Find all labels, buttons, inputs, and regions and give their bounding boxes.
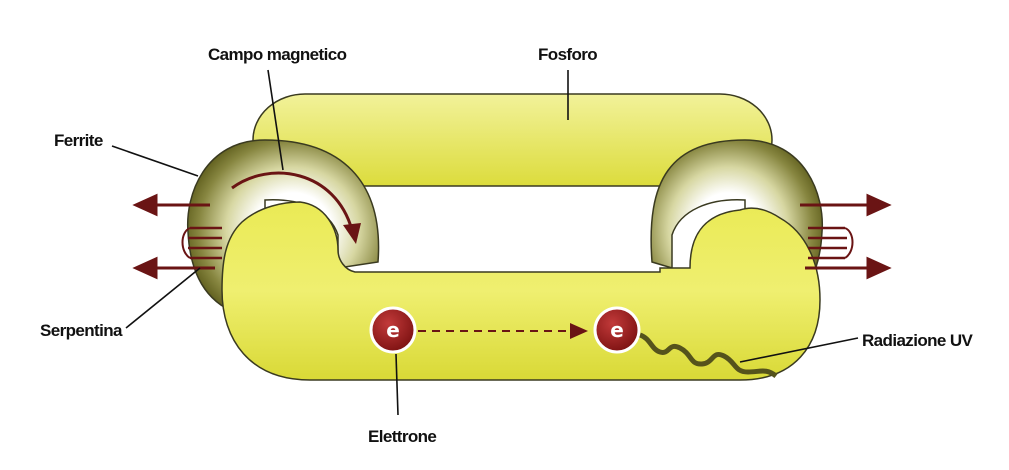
magnetic-field-arrow: [231, 171, 354, 231]
arrow-left-top-head: [132, 193, 158, 217]
electron-path-arrowhead: [570, 323, 588, 339]
arrow-right-top-head: [866, 193, 892, 217]
electron-left: e: [369, 306, 417, 354]
electron-symbol: e: [610, 318, 624, 342]
arrow-left-bottom-head: [132, 256, 158, 280]
leader-ferrite: [111, 145, 199, 177]
label-serpentina: Serpentina: [40, 321, 123, 340]
leader-radiazione-uv: [739, 337, 859, 363]
label-fosforo: Fosforo: [538, 45, 597, 64]
electron-right: e: [593, 306, 641, 354]
arrow-right-bottom-head: [866, 256, 892, 280]
electron-symbol: e: [386, 318, 400, 342]
leader-campo-magnetico: [267, 69, 284, 171]
magnetic-field-arrow-head: [343, 223, 361, 244]
label-campo-magnetico: Campo magnetico: [208, 45, 347, 64]
leader-serpentina: [125, 267, 201, 329]
label-ferrite: Ferrite: [54, 131, 103, 150]
label-elettrone: Elettrone: [368, 427, 436, 446]
coil-right: [808, 226, 854, 260]
leader-elettrone: [395, 353, 399, 416]
coil-left: [181, 226, 222, 260]
label-radiazione-uv: Radiazione UV: [862, 331, 974, 350]
magnetic-arrows: [132, 193, 892, 280]
uv-wave: [639, 332, 778, 379]
leader-lines: [111, 69, 859, 416]
phosphor-tube-front: [221, 201, 821, 381]
